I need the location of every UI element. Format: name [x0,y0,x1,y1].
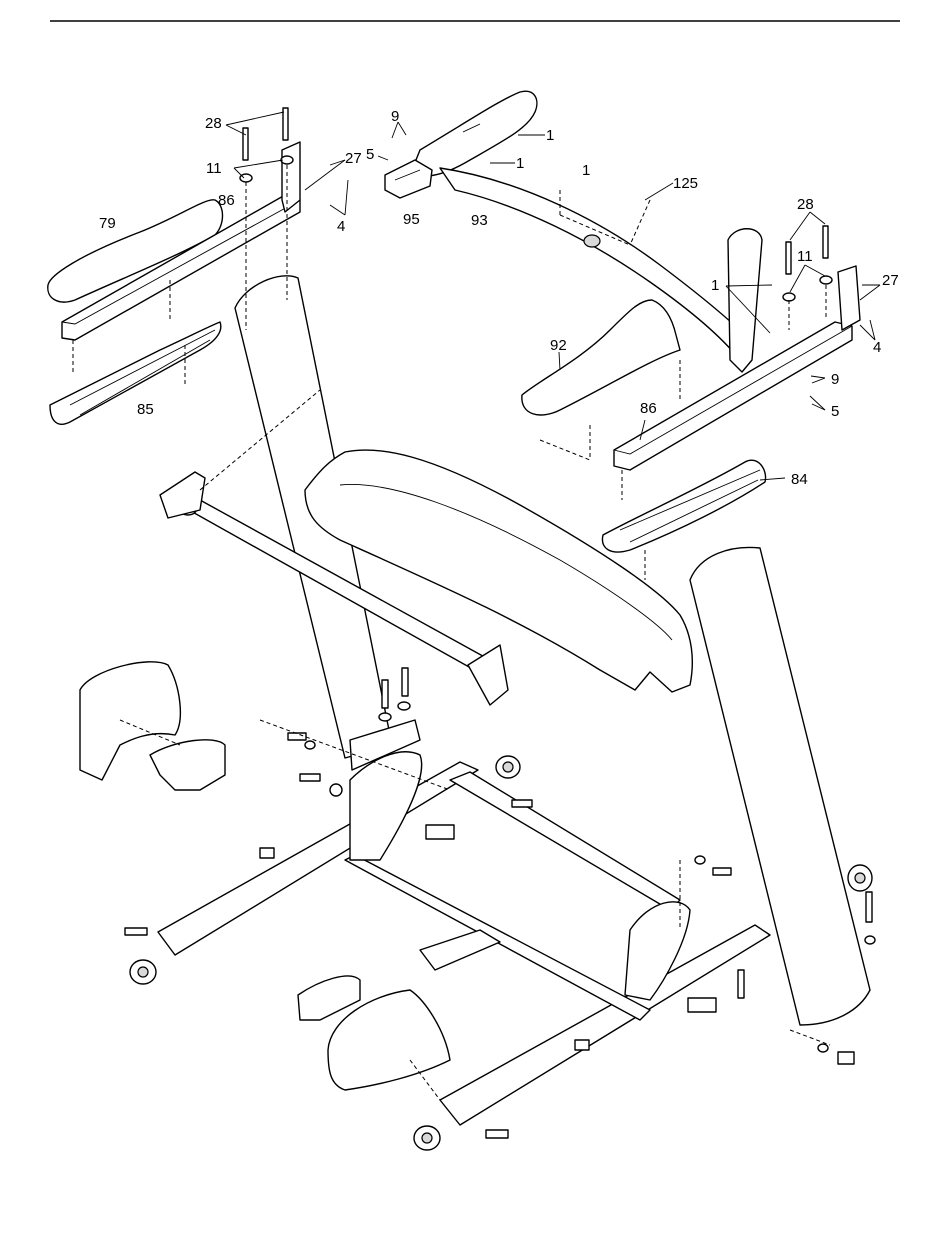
handlebar-93 [412,91,750,360]
bracket-95 [385,160,432,198]
label-1-c: 1 [582,163,590,178]
label-27-left: 27 [345,151,362,166]
grip-right [728,229,762,372]
label-11-right: 11 [797,249,813,264]
label-27-right: 27 [882,273,899,288]
label-85: 85 [137,402,154,417]
label-1-b: 1 [516,156,524,171]
label-9-right: 9 [831,372,839,387]
label-11-left: 11 [206,161,222,176]
base-frame [158,720,770,1125]
label-86-left: 86 [218,193,235,208]
label-4-left: 4 [337,219,345,234]
label-93: 93 [471,213,488,228]
label-1-a: 1 [546,128,554,143]
label-28-right: 28 [797,197,814,212]
label-86-right: 86 [640,401,657,416]
label-5-top: 5 [366,147,374,162]
label-28-left: 28 [205,116,222,131]
label-1-d: 1 [711,278,719,293]
label-125: 125 [673,176,698,191]
label-84: 84 [791,472,808,487]
cover-84 [602,460,765,552]
label-5-right: 5 [831,404,839,419]
label-95: 95 [403,212,420,227]
label-9-top: 9 [391,109,399,124]
hood-cover-left [80,662,225,790]
hood-cover-right [298,976,450,1090]
armrest-92 [522,300,680,415]
label-92: 92 [550,338,567,353]
label-79: 79 [99,216,116,231]
label-4-right: 4 [873,340,881,355]
